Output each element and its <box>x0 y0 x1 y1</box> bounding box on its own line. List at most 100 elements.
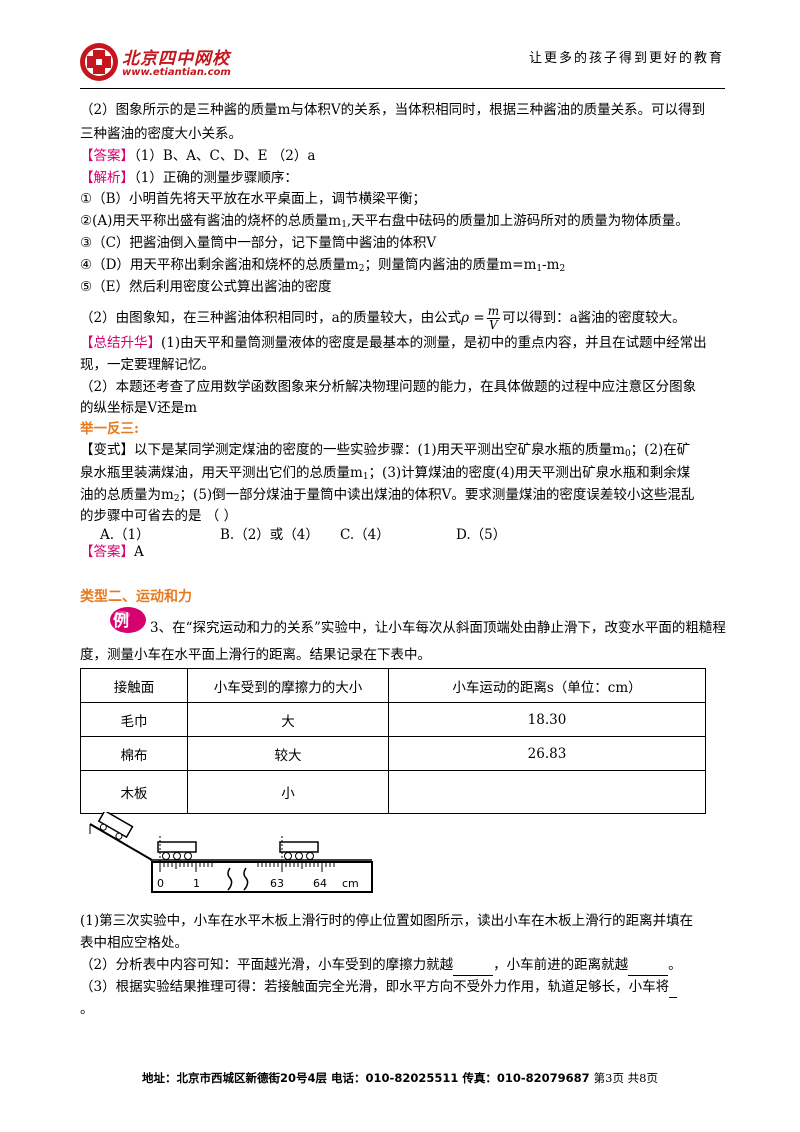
table-cell: 棉布 <box>80 736 188 771</box>
analysis-step-1: ①（B）小明首先将天平放在水平桌面上，调节横梁平衡； <box>80 191 427 207</box>
formula-denominator: V <box>489 318 498 332</box>
option-c: C.（4） <box>340 527 390 543</box>
summary-line-2: 现，一定要理解记忆。 <box>80 357 215 373</box>
ruler-label: 1 <box>193 877 200 890</box>
answer-blank[interactable] <box>669 977 678 998</box>
answer-blank[interactable] <box>453 955 494 976</box>
practice-text-3: 油的总质量为m <box>80 487 174 503</box>
summary-text-1: (1)由天平和量筒测量液体的密度是最基本的测量，是初中的重点内容，并且在试题中经… <box>161 335 707 351</box>
subscript: 2 <box>358 264 365 274</box>
practice-text-2: 泉水瓶里装满煤油，用天平测出它们的总质量m <box>80 465 363 481</box>
practice-answer: A <box>134 544 144 560</box>
table-header-cell: 接触面 <box>80 668 188 703</box>
footer-page-number: 第3页 共8页 <box>593 1071 658 1085</box>
table-cell: 木板 <box>80 770 188 814</box>
practice-tag: 【变式】 <box>80 442 134 458</box>
formula-numerator: m <box>486 304 501 319</box>
subscript: 1 <box>362 472 369 482</box>
analysis-step-4-text: ④（D）用天平称出剩余酱油和烧杯的总质量m <box>80 257 359 273</box>
practice-line-2: 泉水瓶里装满煤油，用天平测出它们的总质量m1；(3)计算煤油的密度(4)用天平测… <box>80 463 690 487</box>
logo-emblem-icon <box>80 43 118 81</box>
summary-line-1: 【总结升华】(1)由天平和量筒测量液体的密度是最基本的测量，是初中的重点内容，并… <box>80 333 707 353</box>
analysis-step-4-minus: -m <box>542 257 560 273</box>
subscript: 2 <box>559 264 566 274</box>
slogan: 让更多的孩子得到更好的教育 <box>528 51 724 66</box>
analysis-step-2-text: ②(A)用天平称出盛有酱油的烧杯的总质量m <box>80 213 342 229</box>
table-cell: 较大 <box>187 736 389 771</box>
question3-line2: 度，测量小车在水平面上滑行的距离。结果记录在下表中。 <box>80 647 431 663</box>
ruler-break-mark <box>227 867 233 891</box>
cart-on-incline-icon <box>97 812 134 840</box>
analysis-step-2: ②(A)用天平称出盛有酱油的烧杯的总质量m1,天平右盘中砝码的质量加上游码所对的… <box>80 211 689 235</box>
subq3-line: （3）根据实验结果推理可得：若接触面完全光滑，即水平方向不受外力作用，轨道足够长… <box>80 977 678 998</box>
answer-line: 【答案】（1）B、A、C、D、E （2）a <box>80 146 315 166</box>
ruler-label: 0 <box>157 877 164 890</box>
table-cell: 大 <box>187 702 389 737</box>
logo-name: 北京四中网校 <box>122 49 230 69</box>
header-divider <box>80 88 725 89</box>
analysis-step-4: ④（D）用天平称出剩余酱油和烧杯的总质量m2；则量筒内酱油的质量m=m1-m2 <box>80 255 565 279</box>
ruler-ticks <box>159 862 335 872</box>
answer-tag: 【答案】 <box>80 148 134 164</box>
analysis-step-4-mid: ；则量筒内酱油的质量m=m <box>364 257 537 273</box>
answer-text: （1）B、A、C、D、E （2）a <box>134 148 316 164</box>
table-cell: 毛巾 <box>80 702 188 737</box>
practice-answer-line: 【答案】A <box>80 542 144 562</box>
option-b: B.（2）或（4） <box>220 527 319 543</box>
footer: 地址：北京市西城区新德街20号4层 电话：010-82025511 传真：010… <box>0 1070 800 1086</box>
subq3-end: 。 <box>80 1001 94 1017</box>
table-cell: 26.83 <box>388 736 706 771</box>
summary-line-3: （2）本题还考查了应用数学函数图象来分析解决物理问题的能力，在具体做题的过程中应… <box>80 379 697 395</box>
table-row: 毛巾 大 18.30 <box>80 702 706 737</box>
incline-surface <box>89 823 153 861</box>
practice-line-4: 的步骤中可省去的是 （ ） <box>80 508 238 524</box>
results-table: 接触面 小车受到的摩擦力的大小 小车运动的距离s（单位：cm） 毛巾 大 18.… <box>80 668 706 814</box>
cart-start-icon <box>157 841 197 860</box>
practice-line-1: 【变式】以下是某同学测定煤油的密度的一些实验步骤：(1)用天平测出空矿泉水瓶的质… <box>80 440 690 464</box>
table-header-cell: 小车受到的摩擦力的大小 <box>187 668 389 703</box>
practice-answer-tag: 【答案】 <box>80 544 134 560</box>
table-row: 木板 小 <box>80 770 706 814</box>
practice-line-3: 油的总质量为m2；(5)倒一部分煤油于量筒中读出煤油的体积V。要求测量煤油的密度… <box>80 485 694 509</box>
subq2-mid: ，小车前进的距离就越 <box>493 957 629 973</box>
section-title: 类型二、运动和力 <box>80 589 192 605</box>
subscript: 2 <box>173 494 180 504</box>
formula-rho: ρ = <box>461 310 485 326</box>
subscript: 0 <box>624 449 631 459</box>
formula-pre: （2）由图象知，在三种酱油体积相同时，a的质量较大，由公式 <box>80 310 462 326</box>
subscript: 1 <box>536 264 543 274</box>
analysis-step-2-tail: ,天平右盘中砝码的质量加上游码所对的质量为物体质量。 <box>346 213 689 229</box>
ruler-unit-label: cm <box>342 877 359 890</box>
subq1-line2: 表中相应空格处。 <box>80 935 188 951</box>
practice-text-1-tail: ；(2)在矿 <box>630 442 691 458</box>
table-cell: 18.30 <box>388 702 706 737</box>
example-badge-icon <box>110 607 146 633</box>
practice-text-3-tail: ；(5)倒一部分煤油于量筒中读出煤油的体积V。要求测量煤油的密度误差较小这些混乱 <box>179 487 695 503</box>
table-header-cell: 小车运动的距离s（单位：cm） <box>388 668 706 703</box>
question-part2-line2: 三种酱油的密度大小关系。 <box>80 126 242 142</box>
cart-end-icon <box>279 841 319 860</box>
ruler-label: 63 <box>270 877 284 890</box>
example-badge-label: 例 <box>113 611 130 630</box>
answer-blank[interactable] <box>628 955 669 976</box>
table-cell <box>388 770 706 814</box>
analysis-intro: （1）正确的测量步骤顺序： <box>134 170 298 186</box>
table-header-row: 接触面 小车受到的摩擦力的大小 小车运动的距离s（单位：cm） <box>80 668 706 703</box>
table-row: 棉布 较大 26.83 <box>80 736 706 771</box>
analysis-step-3: ③（C）把酱油倒入量筒中一部分，记下量筒中酱油的体积V <box>80 235 437 251</box>
practice-heading: 举一反三: <box>80 421 139 437</box>
practice-text-1: 以下是某同学测定煤油的密度的一些实验步骤：(1)用天平测出空矿泉水瓶的质量m <box>134 442 625 458</box>
subq1-line1: (1)第三次实验中，小车在水平木板上滑行时的停止位置如图所示，读出小车在木板上滑… <box>80 913 694 929</box>
analysis-line: 【解析】（1）正确的测量步骤顺序： <box>80 168 298 188</box>
ruler-break-mark <box>243 867 249 891</box>
formula-post: 可以得到：a酱油的密度较大。 <box>502 310 686 326</box>
analysis-tag: 【解析】 <box>80 170 134 186</box>
subq2-pre: （2）分析表中内容可知：平面越光滑，小车受到的摩擦力就越 <box>80 957 454 973</box>
subscript: 1 <box>341 220 347 230</box>
table-cell: 小 <box>187 770 389 814</box>
practice-text-2-tail: ；(3)计算煤油的密度(4)用天平测出矿泉水瓶和剩余煤 <box>368 465 691 481</box>
analysis-step-5: ⑤（E）然后利用密度公式算出酱油的密度 <box>80 279 332 295</box>
footer-address: 地址：北京市西城区新德街20号4层 电话：010-82025511 传真：010… <box>142 1071 590 1085</box>
